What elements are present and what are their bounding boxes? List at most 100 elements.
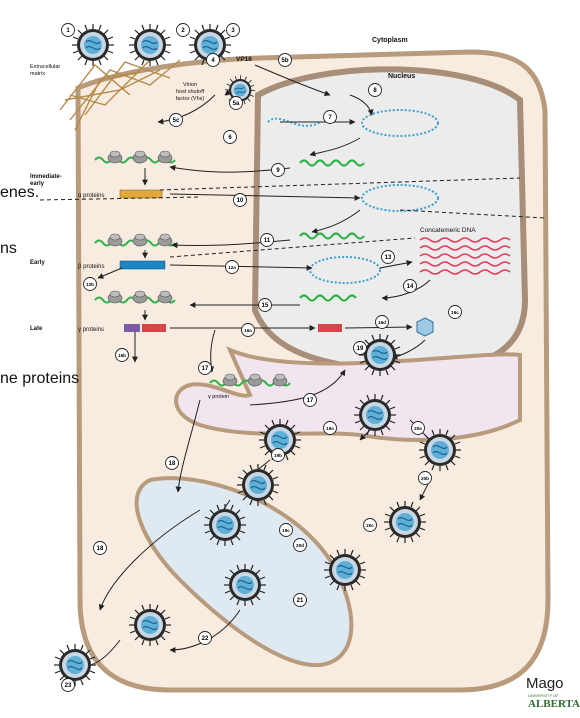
- step-circle: [241, 323, 255, 337]
- step-number: 5a: [233, 101, 240, 107]
- immediate-early-label: Immediate-early: [30, 174, 62, 187]
- gamma-proteins-label: γ proteins: [78, 327, 104, 333]
- step-circle: [323, 110, 337, 124]
- step-number: 16a: [244, 328, 252, 333]
- overlay-text-3: ne proteins: [0, 370, 80, 387]
- step-number: 7: [328, 115, 332, 121]
- step-circle: [229, 96, 243, 110]
- logo-top-text: Mago: [526, 675, 564, 692]
- step-number: 18: [169, 461, 176, 467]
- step-number: 19c: [282, 528, 290, 533]
- step-circle: [403, 279, 417, 293]
- step-number: 17: [202, 366, 209, 372]
- step-number: 11: [264, 238, 271, 244]
- logo-name: ALBERTA: [528, 698, 580, 710]
- step-number: 18: [97, 546, 104, 552]
- step-circle: [303, 393, 317, 407]
- logo-university: UNIVERSITY OF: [528, 693, 559, 698]
- step-number: 1: [66, 28, 70, 34]
- step-circle: [83, 277, 97, 291]
- step-circle: [418, 471, 432, 485]
- pathway-arrows: [79, 64, 441, 670]
- step-circle: [176, 23, 190, 37]
- gamma-protein-nuclear: [318, 324, 342, 332]
- step-number: 12b: [86, 282, 94, 287]
- vp16-label: VP16: [236, 56, 252, 63]
- late-label: Late: [30, 326, 43, 332]
- capsid: [416, 317, 434, 337]
- nucleus: [251, 66, 529, 374]
- concatemeric-label: Concatemeric DNA: [420, 227, 476, 234]
- step-number: 19: [357, 346, 364, 352]
- overlay-text-1: enes.: [0, 184, 40, 201]
- step-circle: [260, 233, 274, 247]
- early-label: Early: [30, 260, 45, 266]
- step-number: 19a: [326, 426, 334, 431]
- step-number: 13: [385, 255, 392, 261]
- step-number: 20a: [414, 426, 422, 431]
- step-circle: [278, 53, 292, 67]
- step-number: 19b: [274, 453, 282, 458]
- gamma-protein-bar-1: [124, 324, 140, 332]
- step-number: 20b: [421, 476, 429, 481]
- step-number: 17: [307, 398, 314, 404]
- step-circle: [226, 23, 240, 37]
- step-number: 9: [276, 168, 280, 174]
- alpha-protein-bar: [119, 189, 163, 199]
- step-number: 21: [297, 598, 304, 604]
- step-circle: [353, 341, 367, 355]
- step-circle: [448, 305, 462, 319]
- step-number: 3: [231, 28, 235, 34]
- step-number: 20d: [296, 543, 304, 548]
- step-circle: [61, 678, 75, 692]
- nuclear-mrna: [299, 159, 365, 302]
- gamma-protein-golgi-label: γ protein: [208, 394, 229, 400]
- step-circle: [381, 250, 395, 264]
- step-circle: [368, 83, 382, 97]
- step-number: 6: [228, 135, 232, 141]
- university-logo: Mago UNIVERSITY OF ALBERTA: [526, 675, 580, 710]
- overlay-text-2: ns: [0, 240, 17, 257]
- step-number: 23: [65, 683, 72, 689]
- step-circle: [169, 113, 183, 127]
- phase-dividers: [39, 177, 546, 258]
- step-circle: [375, 315, 389, 329]
- step-number: 15: [262, 303, 269, 309]
- step-number: 22: [202, 636, 209, 642]
- step-number: 16d: [378, 320, 386, 325]
- alpha-proteins-label: α proteins: [78, 193, 104, 199]
- step-circle: [225, 260, 239, 274]
- step-number: 4: [211, 58, 215, 64]
- cytoplasm-label: Cytoplasm: [372, 37, 408, 44]
- beta-protein-bar: [119, 260, 166, 270]
- step-number: 12a: [228, 265, 236, 270]
- step-circle: [61, 23, 75, 37]
- step-number: 2: [181, 28, 185, 34]
- step-circle: [363, 518, 377, 532]
- step-circle: [411, 421, 425, 435]
- cytoplasmic-translation: [94, 150, 291, 387]
- step-circle: [93, 541, 107, 555]
- step-circle: [279, 523, 293, 537]
- step-circle: [293, 593, 307, 607]
- step-circle: [198, 361, 212, 375]
- step-number: 16b: [118, 353, 126, 358]
- step-circle: [258, 298, 272, 312]
- step-number: 5c: [173, 118, 180, 124]
- step-number: 8: [373, 88, 377, 94]
- step-circle: [198, 631, 212, 645]
- step-circle: [233, 193, 247, 207]
- step-circle: [293, 538, 307, 552]
- nucleus-label: Nucleus: [388, 73, 415, 80]
- step-circle: [223, 130, 237, 144]
- concatemeric-dna: [419, 237, 511, 275]
- step-circle: [206, 53, 220, 67]
- step-circle: [323, 421, 337, 435]
- gamma-protein-bar-2: [142, 324, 166, 332]
- step-circle: [165, 456, 179, 470]
- step-number: 20c: [366, 523, 374, 528]
